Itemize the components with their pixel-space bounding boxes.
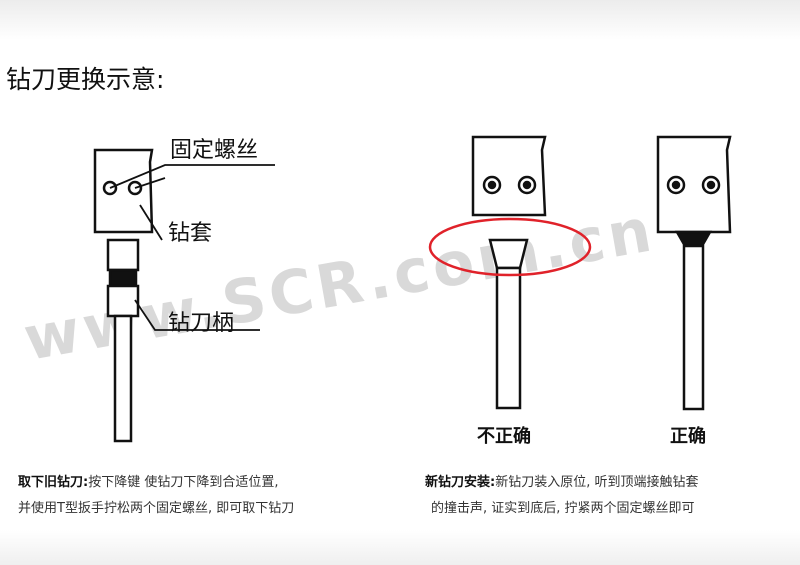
- label-handle: 钻刀柄: [168, 311, 235, 336]
- label-fixing-screw: 固定螺丝: [170, 138, 259, 163]
- caption-correct: 正确: [670, 426, 706, 447]
- left-drill-diagram: [93, 148, 275, 443]
- label-sleeve: 钻套: [168, 221, 213, 246]
- install-line2: 的撞击声, 证实到底后, 拧紧两个固定螺丝即可: [431, 501, 695, 516]
- install-instructions: 新钻刀安装:新钻刀装入原位, 听到顶端接触钻套 的撞击声, 证实到底后, 拧紧两…: [425, 470, 698, 522]
- remove-line1: 按下降键 使钻刀下降到合适位置,: [88, 475, 279, 490]
- install-heading: 新钻刀安装:: [425, 475, 496, 490]
- incorrect-highlight-circle: [428, 217, 592, 277]
- install-line1: 新钻刀装入原位, 听到顶端接触钻套: [495, 475, 699, 490]
- page-title: 钻刀更换示意:: [6, 65, 165, 94]
- caption-incorrect: 不正确: [477, 426, 531, 447]
- right-drill-diagram: [656, 135, 732, 411]
- remove-instructions: 取下旧钻刀:按下降键 使钻刀下降到合适位置, 并使用T型扳手拧松两个固定螺丝, …: [18, 470, 294, 522]
- remove-line2: 并使用T型扳手拧松两个固定螺丝, 即可取下钻刀: [18, 501, 295, 516]
- middle-drill-diagram: [428, 135, 592, 410]
- remove-heading: 取下旧钻刀:: [18, 475, 89, 490]
